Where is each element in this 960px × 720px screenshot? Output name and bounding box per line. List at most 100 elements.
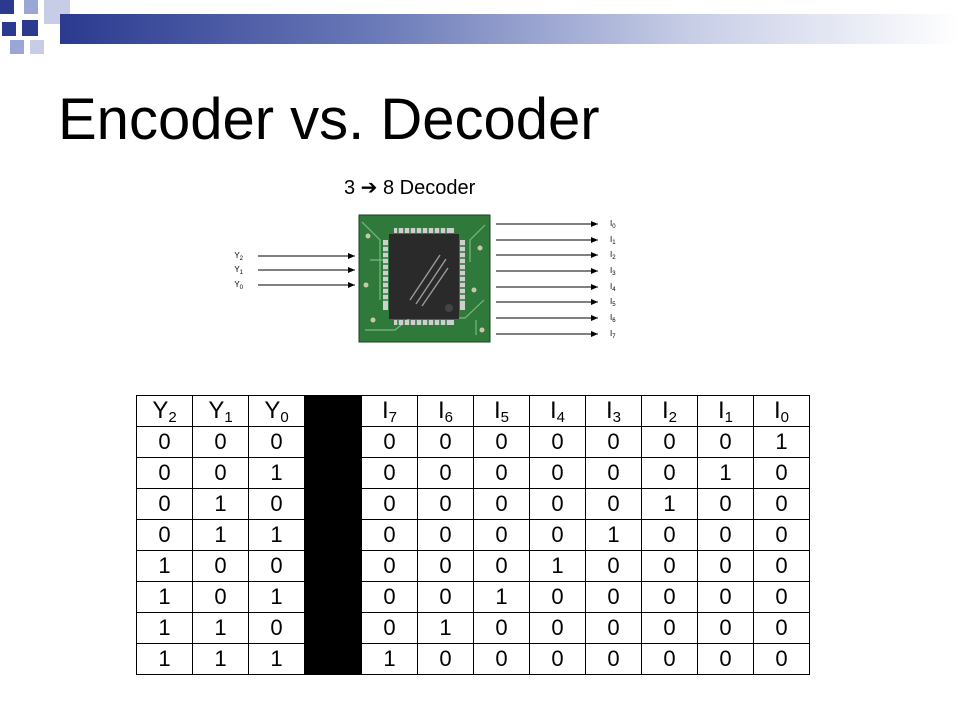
input-cell: 1 — [248, 643, 305, 675]
output-cell: 0 — [753, 643, 810, 675]
output-cell: 0 — [473, 643, 530, 675]
output-cell: 0 — [697, 612, 754, 644]
input-cell: 0 — [192, 426, 249, 458]
output-cell: 0 — [585, 550, 642, 582]
output-cell: 0 — [641, 581, 698, 613]
table-separator — [304, 426, 362, 458]
output-cell: 0 — [753, 550, 810, 582]
output-cell: 0 — [697, 581, 754, 613]
input-label: Y2 — [234, 251, 243, 262]
input-cell: 1 — [192, 488, 249, 520]
table-separator — [304, 643, 362, 675]
output-cell: 0 — [641, 519, 698, 551]
input-cell: 0 — [136, 519, 193, 551]
output-column-header: I4 — [529, 395, 586, 427]
output-cell: 0 — [417, 457, 474, 489]
input-cell: 1 — [192, 643, 249, 675]
output-column-header: I7 — [361, 395, 418, 427]
output-cell: 0 — [529, 457, 586, 489]
input-cell: 1 — [136, 550, 193, 582]
output-label: I7 — [610, 329, 616, 340]
output-cell: 1 — [529, 550, 586, 582]
header-square — [2, 22, 16, 36]
output-cell: 0 — [473, 426, 530, 458]
input-cell: 1 — [248, 581, 305, 613]
slide-title: Encoder vs. Decoder — [58, 87, 600, 152]
output-cell: 1 — [697, 457, 754, 489]
output-column-header: I2 — [641, 395, 698, 427]
table-separator — [304, 581, 362, 613]
output-cell: 0 — [417, 488, 474, 520]
output-cell: 0 — [529, 612, 586, 644]
output-cell: 0 — [585, 457, 642, 489]
output-cell: 0 — [361, 488, 418, 520]
output-cell: 1 — [361, 643, 418, 675]
output-label: I6 — [610, 313, 616, 324]
input-cell: 0 — [136, 457, 193, 489]
output-label: I5 — [610, 297, 616, 308]
output-cell: 0 — [529, 581, 586, 613]
input-cell: 1 — [136, 643, 193, 675]
output-cell: 0 — [417, 519, 474, 551]
output-cell: 0 — [753, 581, 810, 613]
output-cell: 0 — [585, 643, 642, 675]
output-cell: 0 — [753, 612, 810, 644]
output-cell: 0 — [641, 643, 698, 675]
input-cell: 0 — [248, 488, 305, 520]
output-cell: 0 — [641, 612, 698, 644]
output-label: I4 — [610, 282, 616, 293]
output-column-header: I6 — [417, 395, 474, 427]
header-square — [24, 0, 38, 14]
input-cell: 1 — [192, 612, 249, 644]
output-cell: 0 — [361, 426, 418, 458]
table-separator — [304, 395, 362, 427]
output-column-header: I0 — [753, 395, 810, 427]
input-cell: 0 — [192, 457, 249, 489]
output-cell: 0 — [753, 457, 810, 489]
input-cell: 0 — [248, 426, 305, 458]
input-cell: 0 — [248, 612, 305, 644]
output-cell: 0 — [361, 581, 418, 613]
chip-photo — [358, 214, 491, 343]
output-cell: 0 — [697, 488, 754, 520]
input-arrows — [258, 253, 355, 288]
decoder-label: 3 ➔ 8 Decoder — [344, 177, 476, 199]
output-arrows — [496, 221, 598, 337]
header-square — [30, 40, 44, 54]
output-cell: 0 — [585, 612, 642, 644]
output-cell: 0 — [585, 488, 642, 520]
output-cell: 1 — [585, 519, 642, 551]
output-cell: 0 — [473, 457, 530, 489]
table-separator — [304, 457, 362, 489]
output-label: I3 — [610, 266, 616, 277]
input-cell: 1 — [136, 612, 193, 644]
input-column-header: Y2 — [136, 395, 193, 427]
output-cell: 0 — [361, 519, 418, 551]
output-column-header: I1 — [697, 395, 754, 427]
output-cell: 0 — [417, 426, 474, 458]
input-label: Y1 — [234, 265, 243, 276]
header-square — [10, 40, 24, 54]
output-label: I0 — [610, 219, 616, 230]
output-cell: 0 — [529, 643, 586, 675]
output-cell: 0 — [529, 426, 586, 458]
table-separator — [304, 488, 362, 520]
output-cell: 1 — [473, 581, 530, 613]
input-cell: 1 — [136, 581, 193, 613]
output-cell: 0 — [697, 643, 754, 675]
output-cell: 0 — [361, 612, 418, 644]
header-square — [22, 20, 38, 36]
input-cell: 0 — [192, 581, 249, 613]
output-cell: 0 — [417, 581, 474, 613]
output-cell: 0 — [697, 426, 754, 458]
output-cell: 0 — [473, 488, 530, 520]
output-cell: 0 — [417, 550, 474, 582]
